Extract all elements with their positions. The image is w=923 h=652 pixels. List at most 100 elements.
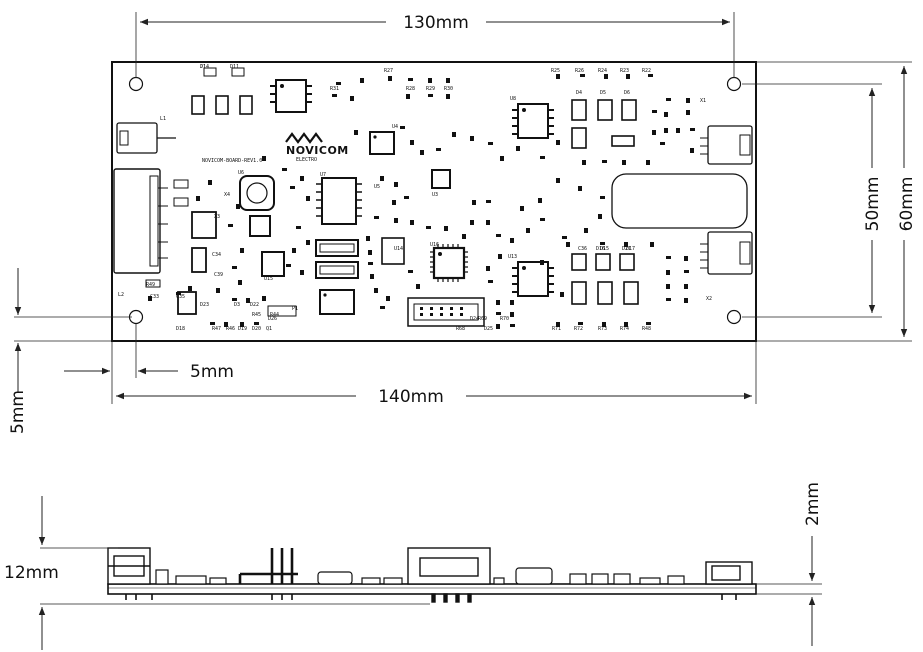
inductor-l1 <box>239 175 275 211</box>
silkscreen-label: R28 <box>406 86 415 92</box>
board-part-number: NOVICOM-BOARD-REV1.0 <box>202 158 262 164</box>
silkscreen-label: J1 <box>200 64 206 70</box>
silkscreen-label: P1 <box>292 306 298 312</box>
side-connector-right <box>705 561 753 585</box>
smd-pad <box>306 196 310 201</box>
smd-pad <box>666 270 670 275</box>
smd-pad <box>598 214 602 219</box>
smd-pad <box>336 82 341 85</box>
dim-top-width: 130mm <box>135 12 735 78</box>
smd-pad <box>374 288 378 293</box>
dim-pcb-thickness: 2mm <box>756 482 823 646</box>
silkscreen-label: R70 <box>500 316 509 322</box>
smd-pad <box>566 242 570 247</box>
mounting-hole-top-left <box>128 76 144 92</box>
silkscreen-label: R30 <box>444 86 453 92</box>
smd-pad <box>470 136 474 141</box>
dim-label-5mm-x: 5mm <box>190 362 234 382</box>
silkscreen-label: U7 <box>320 172 326 178</box>
smd-pad <box>368 262 373 265</box>
silkscreen-label: D15 <box>600 246 609 252</box>
smd-pad <box>446 94 450 99</box>
smd-pad <box>228 224 233 227</box>
smd-pad <box>582 160 586 165</box>
smd-pad <box>240 248 244 253</box>
silkscreen-label: R23 <box>620 68 629 74</box>
smd-pad <box>380 306 385 309</box>
smd-pad <box>686 110 690 115</box>
smd-pad <box>600 196 605 199</box>
transistor-q1 <box>177 291 197 315</box>
ic-u15 <box>249 215 271 237</box>
smd-pad <box>510 312 514 317</box>
silkscreen-label: D22 <box>250 302 259 308</box>
smd-pad <box>210 322 215 325</box>
smd-pad <box>684 298 688 303</box>
smd-pad <box>236 204 240 209</box>
smd-pad <box>410 220 414 225</box>
silkscreen-label: D20 <box>252 326 261 332</box>
dim-overall-height: 60mm <box>756 61 917 342</box>
silkscreen-label: R47 <box>212 326 221 332</box>
smd-pad <box>216 288 220 293</box>
silkscreen-label: C39 <box>214 272 223 278</box>
smd-pad <box>486 266 490 271</box>
smd-pad <box>510 238 514 243</box>
silkscreen-label: R73 <box>598 326 607 332</box>
silkscreen-label: R31 <box>330 86 339 92</box>
connector-x4 <box>700 231 753 275</box>
smd-pad <box>286 264 291 267</box>
dim-label-12mm: 12mm <box>4 563 59 583</box>
silkscreen-label: R71 <box>552 326 561 332</box>
capacitor-c34 <box>191 211 217 239</box>
silkscreen-label: R68 <box>456 326 465 332</box>
smd-pad <box>624 322 628 327</box>
silkscreen-label: L2 <box>118 292 124 298</box>
capacitor-c33 <box>191 247 207 273</box>
smd-pad <box>428 78 432 83</box>
smd-pad <box>602 322 606 327</box>
smd-pad <box>488 280 493 283</box>
silkscreen-label: U14 <box>394 246 403 252</box>
pcb-side-view <box>107 547 757 603</box>
dim-label-130mm: 130mm <box>403 13 469 33</box>
dim-label-5mm-y: 5mm <box>8 390 28 434</box>
smd-pad <box>188 286 192 291</box>
smd-pad <box>578 186 582 191</box>
smd-pad <box>420 150 424 155</box>
connector-x2 <box>113 168 168 274</box>
board-small-parts <box>145 67 297 317</box>
smd-pad <box>666 284 670 289</box>
ic-u13 <box>512 261 554 297</box>
smd-pad <box>666 298 671 301</box>
smd-component-field <box>148 74 695 329</box>
logo-text: NOVICOM <box>286 144 349 157</box>
smd-pad <box>540 156 545 159</box>
smd-pad <box>660 142 665 145</box>
smd-pad <box>652 130 656 135</box>
smd-pad <box>394 218 398 223</box>
smd-pad <box>354 130 358 135</box>
smd-pad <box>392 200 396 205</box>
inductor-group <box>315 239 359 279</box>
smd-pad <box>556 140 560 145</box>
silkscreen-label: R24 <box>598 68 607 74</box>
smd-pad <box>684 270 689 273</box>
smd-pad <box>690 128 695 131</box>
silkscreen-label: R48 <box>642 326 651 332</box>
smd-pad <box>562 236 567 239</box>
pcb-substrate <box>107 583 757 595</box>
smd-pad <box>282 168 287 171</box>
smd-pad <box>446 78 450 83</box>
silkscreen-label: R25 <box>551 68 560 74</box>
smd-pad <box>538 198 542 203</box>
silkscreen-label: Q1 <box>266 326 272 332</box>
silkscreen-label: R72 <box>574 326 583 332</box>
silkscreen-label: R45 <box>252 312 261 318</box>
silkscreen-label: D25 <box>484 326 493 332</box>
silkscreen-label: X2 <box>706 296 712 302</box>
diode-array-left <box>191 95 253 115</box>
logo-subtext: ELECTRO <box>296 157 317 163</box>
smd-pad <box>624 242 628 247</box>
smd-pad <box>254 322 259 325</box>
